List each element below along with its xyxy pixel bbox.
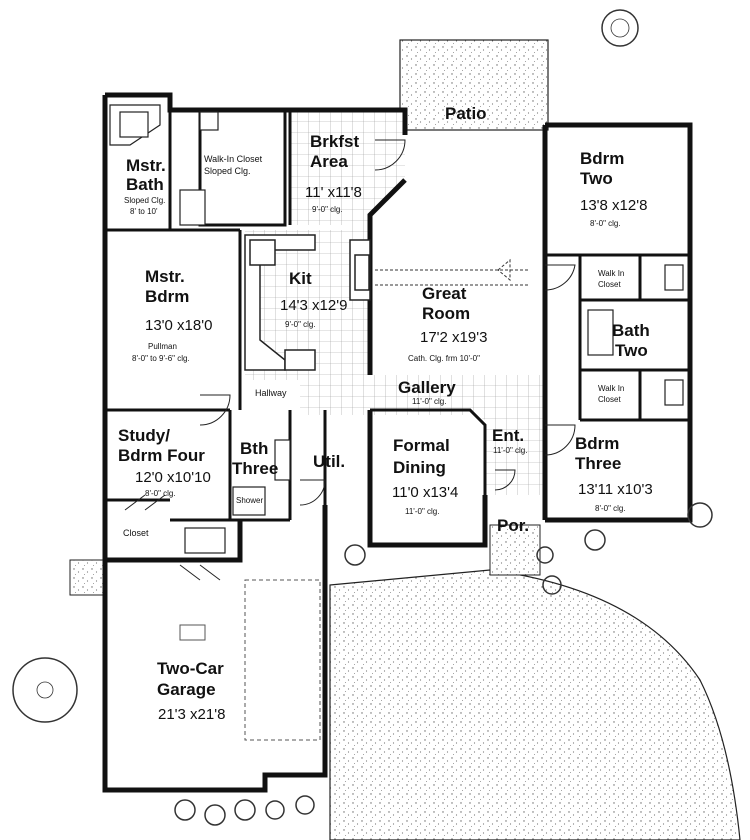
study-ceiling: 8'-0" clg. [145,489,176,498]
hallway-label: Hallway [255,388,287,398]
walkin-three-line2: Closet [598,395,621,404]
brkfst-ceiling: 9'-0" clg. [312,205,343,214]
util-label: Util. [313,452,346,471]
formal-dining-label-2: Dining [393,458,446,477]
mstr-bath-ceiling-1: Sloped Clg. [124,196,166,205]
bdrm-three-label-2: Three [575,454,622,473]
great-room-label-2: Room [422,304,471,323]
great-room-dims: 17'2 x19'3 [420,329,488,346]
entry-ceiling: 11'-0" clg. [493,446,528,455]
kit-dims: 14'3 x12'9 [280,297,348,314]
garage-label-1: Two-Car [157,659,224,678]
mstr-bath-label-2: Bath [126,175,164,194]
gallery-ceiling: 11'-0" clg. [412,397,447,406]
brkfst-dims: 11' x11'8 [305,184,362,201]
patio-label: Patio [445,104,487,123]
garage-dims: 21'3 x21'8 [158,706,226,723]
kit-ceiling: 9'-0" clg. [285,320,316,329]
bath-three-label-2: Three [232,459,279,478]
shower-label: Shower [236,496,264,505]
bdrm-three-ceiling: 8'-0" clg. [595,504,626,513]
bath-fixtures [109,104,684,554]
kit-label: Kit [289,269,312,288]
walkin-three-line1: Walk In [598,384,625,393]
formal-dining-ceiling: 11'-0" clg. [405,507,440,516]
gallery-tile [300,375,545,415]
front-walk [489,524,541,576]
interior-walls [105,110,690,522]
walkin-two-line1: Walk In [598,269,625,278]
formal-dining-label-1: Formal [393,436,450,455]
bath-three-label-1: Bth [240,439,269,458]
exterior-walls [102,92,693,793]
kitchen-counters [244,234,371,371]
mstr-bdrm-ceiling-1: Pullman [148,342,177,351]
mstr-bdrm-label-1: Mstr. [145,267,185,286]
bdrm-two-label-2: Two [580,169,613,188]
entry-tile [485,415,545,495]
door-swings [124,139,576,581]
garage-vent [179,624,206,641]
study-label-1: Study/ [118,426,170,445]
bath-two-label-1: Bath [612,321,650,340]
study-dims: 12'0 x10'10 [135,469,211,486]
mstr-bdrm-dims: 13'0 x18'0 [145,317,213,334]
landscaping [12,9,713,826]
mstr-bdrm-label-2: Bdrm [145,287,190,306]
bath-two-label-2: Two [615,341,648,360]
entry-label: Ent. [492,426,525,445]
mstr-bath-label-1: Mstr. [126,156,166,175]
bdrm-two-label-1: Bdrm [580,149,625,168]
closet-label: Closet [123,528,149,538]
bdrm-three-dims: 13'11 x10'3 [578,481,653,498]
great-room-ceiling: Cath. Clg. frm 10'-0" [408,354,480,363]
mstr-bdrm-ceiling-2: 8'-0" to 9'-6" clg. [132,354,190,363]
brkfst-label-2: Area [310,152,348,171]
walkin-two-line2: Closet [598,280,621,289]
brkfst-label-1: Brkfst [310,132,360,151]
great-room-label-1: Great [422,284,467,303]
ceiling-arrow [375,258,530,286]
bdrm-two-dims: 13'8 x12'8 [580,197,648,214]
side-stoop [69,559,106,596]
patio-area [399,39,549,131]
formal-dining-dims: 11'0 x13'4 [392,484,459,501]
study-label-2: Bdrm Four [118,446,205,465]
bdrm-two-ceiling: 8'-0" clg. [590,219,621,228]
garage-parking [244,579,321,741]
bdrm-three-label-1: Bdrm [575,434,620,453]
porch-label: Por. [497,516,530,535]
walkin-master-line1: Walk-In Closet [204,154,263,164]
driveway [329,569,741,840]
walkin-master-line2: Sloped Clg. [204,166,251,176]
mstr-bath-ceiling-2: 8' to 10' [130,207,158,216]
gallery-label: Gallery [398,378,456,397]
garage-label-2: Garage [157,680,216,699]
